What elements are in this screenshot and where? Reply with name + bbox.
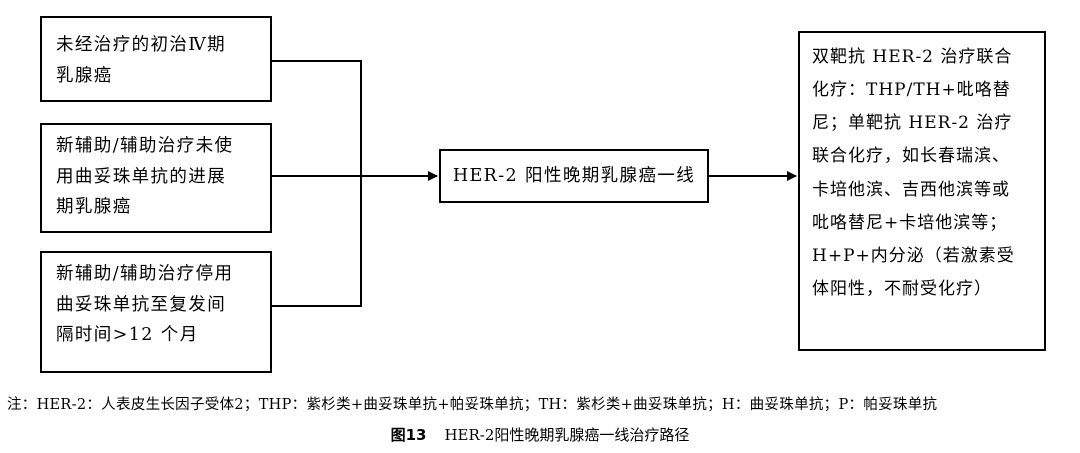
box-line: 未经治疗的初治Ⅳ期 — [56, 35, 227, 55]
box-line: 尼；单靶抗 HER-2 治疗 — [812, 113, 1013, 134]
box-line: 双靶抗 HER-2 治疗联合 — [812, 47, 1013, 67]
box-treatment-regimens: 双靶抗 HER-2 治疗联合 化疗：THP/TH+吡咯替 尼；单靶抗 HER-2… — [798, 31, 1046, 351]
box-recurrence-after-trastuzumab: 新辅助/辅助治疗停用 曲妥珠单抗至复发间 隔时间>12 个月 — [40, 251, 272, 373]
box-first-line-treatment: HER-2 阳性晚期乳腺癌一线 — [439, 149, 709, 203]
box-line: 联合化疗，如长春瑞滨、 — [812, 146, 1010, 167]
box-untreated-stage-iv: 未经治疗的初治Ⅳ期 乳腺癌 — [40, 16, 272, 102]
box-line: 体阳性，不耐受化疗） — [812, 278, 992, 299]
box-label: HER-2 阳性晚期乳腺癌一线 — [452, 165, 696, 186]
figure-note: 注：HER-2：人表皮生长因子受体2；THP：紫杉类+曲妥珠单抗+帕妥珠单抗；T… — [7, 397, 938, 413]
figure-title: HER-2阳性晚期乳腺癌一线治疗路径 — [444, 426, 690, 444]
box-line: 卡培他滨、吉西他滨等或 — [812, 179, 1010, 200]
box-line: 期乳腺癌 — [56, 197, 132, 218]
box-line: 曲妥珠单抗至复发间 — [56, 294, 227, 315]
box-progression-without-trastuzumab: 新辅助/辅助治疗未使 用曲妥珠单抗的进展 期乳腺癌 — [40, 123, 272, 233]
box-line: 化疗：THP/TH+吡咯替 — [812, 80, 1011, 101]
figure-caption: 图13 HER-2阳性晚期乳腺癌一线治疗路径 — [0, 424, 1080, 445]
box-line: 新辅助/辅助治疗停用 — [56, 264, 234, 284]
box-line: 吡咯替尼+卡培他滨等； — [812, 212, 1008, 233]
box-line: 乳腺癌 — [56, 65, 113, 86]
box-line: 新辅助/辅助治疗未使 — [56, 136, 234, 156]
box-line: 隔时间>12 个月 — [56, 325, 199, 346]
figure-number: 图13 — [390, 426, 427, 444]
box-line: H+P+内分泌（若激素受 — [812, 245, 1015, 266]
box-line: 用曲妥珠单抗的进展 — [56, 166, 227, 187]
